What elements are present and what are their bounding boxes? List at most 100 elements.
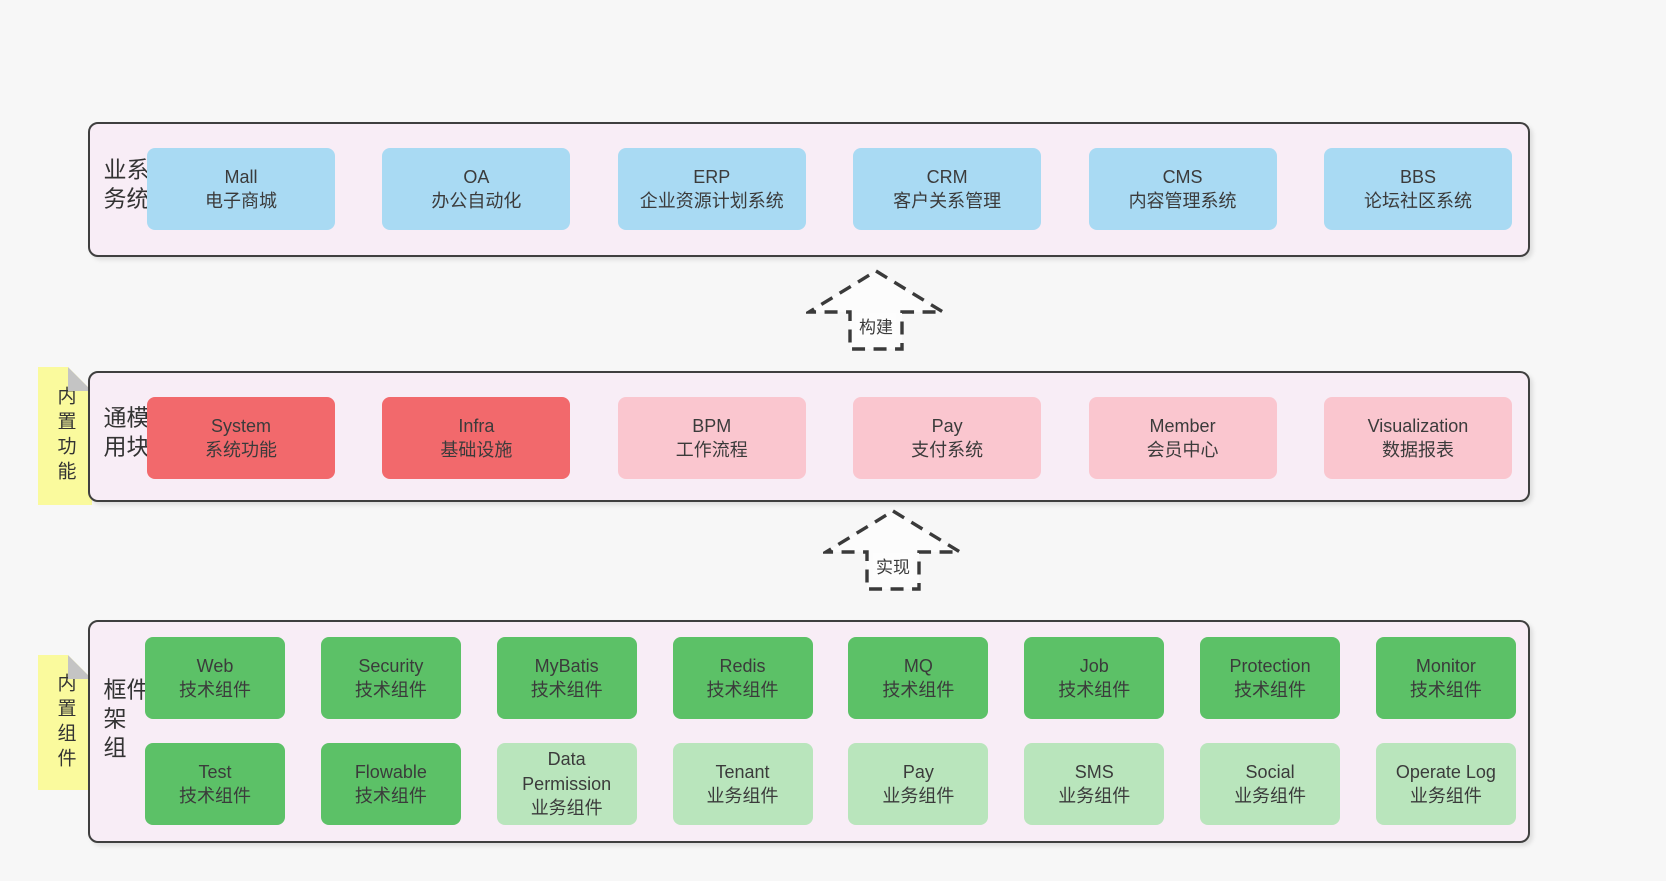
sticky-label: 内置功能 [54, 386, 76, 486]
node-title: BPM [692, 415, 732, 436]
diagram-node-box: Pay 支付系统 [853, 397, 1042, 479]
dashed-up-arrow-build: 构建 [806, 268, 946, 352]
node-title: Security [358, 655, 424, 676]
node-subtitle: 基础设施 [440, 440, 513, 460]
node-title: Tenant [715, 761, 770, 782]
node-subtitle: 技术组件 [1409, 680, 1482, 700]
diagram-node-box: System 系统功能 [147, 397, 335, 479]
diagram-node-box: Web 技术组件 [145, 637, 285, 719]
diagram-node-box: CRM 客户关系管理 [853, 148, 1042, 230]
panel-business-systems: 业务系统 Mall 电子商城 OA 办公自动化 ERP 企业资源计划系统 CRM… [88, 122, 1530, 257]
node-title: ERP [693, 166, 731, 187]
diagram-node-box: BBS 论坛社区系统 [1323, 148, 1512, 230]
diagram-node-box: Job 技术组件 [1024, 637, 1165, 719]
diagram-node-box: BPM 工作流程 [617, 397, 806, 479]
diagram-node-box: Infra 基础设施 [382, 397, 571, 479]
node-title: Pay [931, 415, 963, 436]
diagram-node-box: MQ 技术组件 [848, 637, 989, 719]
block-arrow-up-icon [806, 269, 946, 351]
node-subtitle: 技术组件 [179, 680, 251, 700]
diagram-node-box: CMS 内容管理系统 [1088, 148, 1277, 230]
diagram-node-box: Member 会员中心 [1088, 397, 1277, 479]
panel-side-label: 框架组件 [100, 676, 149, 764]
node-subtitle: 业务组件 [1409, 786, 1482, 806]
node-subtitle: 业务组件 [706, 786, 779, 806]
node-title: CRM [926, 166, 968, 187]
node-title: Job [1079, 655, 1109, 676]
block-arrow-up-icon [823, 509, 963, 591]
node-title: Social [1245, 761, 1295, 782]
node-subtitle: 技术组件 [354, 680, 427, 700]
common-modules-row: System 系统功能 Infra 基础设施 BPM 工作流程 Pay 支付系统… [147, 397, 1512, 479]
diagram-node-box: Test 技术组件 [145, 743, 285, 825]
node-title: SMS [1074, 761, 1114, 782]
panel-side-label: 通用模块 [100, 404, 149, 463]
node-subtitle: 技术组件 [706, 680, 779, 700]
node-title: Data Permission [522, 749, 612, 794]
diagram-node-box: Protection 技术组件 [1200, 637, 1341, 719]
diagram-node-box: Security 技术组件 [320, 637, 461, 719]
node-title: Protection [1229, 655, 1311, 676]
node-title: Test [198, 761, 232, 782]
node-subtitle: 技术组件 [1234, 680, 1307, 700]
panel-side-label: 业务系统 [100, 156, 149, 215]
node-subtitle: 技术组件 [1058, 680, 1131, 700]
node-subtitle: 办公自动化 [431, 191, 522, 211]
node-subtitle: 客户关系管理 [893, 191, 1002, 211]
node-subtitle: 业务组件 [1058, 786, 1131, 806]
node-subtitle: 电子商城 [205, 191, 277, 211]
node-title: BBS [1399, 166, 1436, 187]
node-title: Web [196, 655, 234, 676]
diagram-node-box: Data Permission 业务组件 [496, 743, 637, 825]
business-systems-row: Mall 电子商城 OA 办公自动化 ERP 企业资源计划系统 CRM 客户关系… [147, 148, 1512, 230]
node-title: Flowable [354, 761, 427, 782]
diagram-node-box: Tenant 业务组件 [672, 743, 813, 825]
node-subtitle: 数据报表 [1381, 440, 1454, 460]
node-title: Visualization [1367, 415, 1469, 436]
diagram-node-box: Redis 技术组件 [672, 637, 813, 719]
sticky-label: 内置组件 [54, 672, 76, 773]
node-title: Monitor [1415, 655, 1476, 676]
diagram-node-box: Monitor 技术组件 [1375, 637, 1516, 719]
node-title: Redis [719, 655, 766, 676]
diagram-node-box: ERP 企业资源计划系统 [617, 148, 806, 230]
node-title: MyBatis [534, 655, 599, 676]
node-subtitle: 技术组件 [530, 680, 603, 700]
node-title: OA [463, 166, 490, 187]
panel-common-modules: 通用模块 System 系统功能 Infra 基础设施 BPM 工作流程 Pay… [88, 371, 1530, 502]
diagram-node-box: Operate Log 业务组件 [1375, 743, 1516, 825]
node-title: System [210, 415, 271, 436]
node-subtitle: 技术组件 [354, 786, 427, 806]
node-title: Infra [458, 415, 495, 436]
node-title: Mall [224, 166, 258, 187]
node-subtitle: 论坛社区系统 [1363, 191, 1472, 211]
node-title: Operate Log [1395, 761, 1496, 782]
diagram-node-box: Visualization 数据报表 [1323, 397, 1512, 479]
arrow-label: 实现 [873, 553, 913, 578]
node-subtitle: 技术组件 [882, 680, 955, 700]
node-title: Pay [902, 761, 934, 782]
node-subtitle: 会员中心 [1146, 440, 1219, 460]
diagram-node-box: SMS 业务组件 [1024, 743, 1165, 825]
sticky-note-built-in-components: 内置组件 [38, 655, 92, 790]
node-title: CMS [1162, 166, 1203, 187]
node-subtitle: 企业资源计划系统 [639, 191, 784, 211]
diagram-node-box: MyBatis 技术组件 [496, 637, 637, 719]
diagram-node-box: Flowable 技术组件 [320, 743, 461, 825]
node-subtitle: 业务组件 [1234, 786, 1307, 806]
diagram-node-box: Pay 业务组件 [848, 743, 989, 825]
node-subtitle: 支付系统 [911, 440, 984, 460]
business-components-row: Test 技术组件 Flowable 技术组件 Data Permission … [145, 743, 1516, 825]
sticky-note-built-in-features: 内置功能 [38, 367, 92, 505]
arrow-label: 构建 [856, 313, 896, 338]
node-title: MQ [903, 655, 933, 676]
dashed-up-arrow-implement: 实现 [823, 508, 963, 592]
node-subtitle: 系统功能 [205, 440, 277, 460]
node-subtitle: 业务组件 [882, 786, 955, 806]
tech-components-row: Web 技术组件 Security 技术组件 MyBatis 技术组件 Redi… [145, 637, 1516, 719]
panel-framework-components: 框架组件 Web 技术组件 Security 技术组件 MyBatis 技术组件… [88, 620, 1530, 843]
node-subtitle: 工作流程 [675, 440, 748, 460]
diagram-node-box: OA 办公自动化 [382, 148, 571, 230]
node-subtitle: 内容管理系统 [1128, 191, 1237, 211]
